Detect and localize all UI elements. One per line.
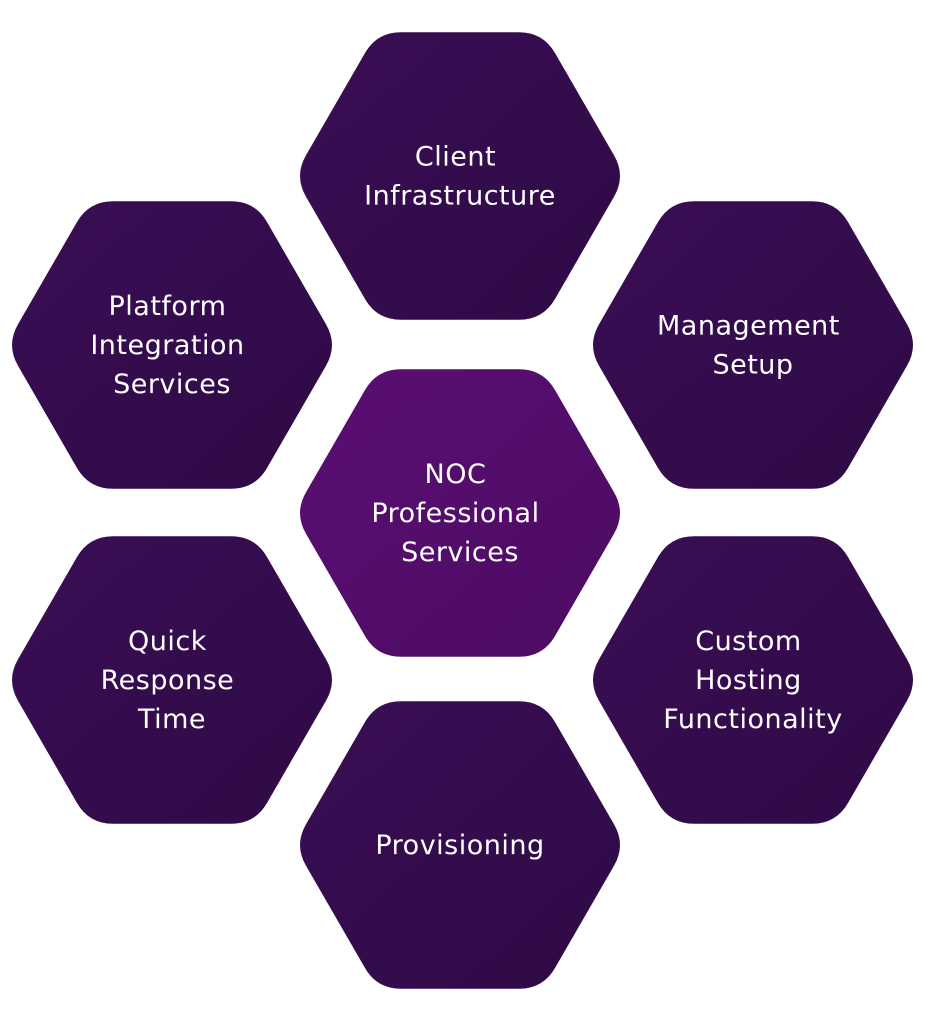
hex-label-line: Infrastructure <box>364 181 556 212</box>
hex-label-line: Quick <box>128 626 207 657</box>
hex-label-line: Response <box>101 665 235 696</box>
hex-label-line: Services <box>401 537 519 568</box>
hex-label: NOC Professional Services <box>371 459 548 568</box>
hex-label-line: Setup <box>712 350 793 381</box>
hex-shape <box>593 201 913 489</box>
hex-custom-hosting-functionality: Custom Hosting Functionality <box>593 536 913 824</box>
hex-label-line: Time <box>137 704 206 735</box>
hex-label-line: NOC <box>425 459 487 490</box>
hex-label-line: Hosting <box>695 665 802 696</box>
hex-quick-response-time: Quick Response Time <box>12 536 332 824</box>
hex-label-line: Services <box>113 369 231 400</box>
hex-label-line: Management <box>657 311 840 342</box>
hex-label-line: Custom <box>695 626 801 657</box>
hex-shape <box>300 369 620 657</box>
hex-label: Platform Integration Services <box>90 291 253 400</box>
hex-label: Provisioning <box>375 830 544 861</box>
hex-label: Custom Hosting Functionality <box>663 626 842 735</box>
hex-shape <box>12 201 332 489</box>
hex-label-line: Client <box>415 142 496 173</box>
hex-label-line: Functionality <box>663 704 842 735</box>
hex-label: Quick Response Time <box>101 626 244 735</box>
hex-platform-integration-services: Platform Integration Services <box>12 201 332 489</box>
hex-shape <box>300 701 620 989</box>
hex-label-line: Integration <box>90 330 244 361</box>
hex-center-noc-professional-services: NOC Professional Services <box>300 369 620 657</box>
hex-label: Management Setup <box>657 311 849 381</box>
hex-provisioning: Provisioning <box>300 701 620 989</box>
hex-label-line: Professional <box>371 498 539 529</box>
hex-label: Client Infrastructure <box>364 142 556 212</box>
hex-shape <box>12 536 332 824</box>
hex-label-line: Provisioning <box>375 830 544 861</box>
hex-client-infrastructure: Client Infrastructure <box>300 32 620 320</box>
hex-management-setup: Management Setup <box>593 201 913 489</box>
hex-label-line: Platform <box>109 291 227 322</box>
hex-shape <box>300 32 620 320</box>
hex-shape <box>593 536 913 824</box>
